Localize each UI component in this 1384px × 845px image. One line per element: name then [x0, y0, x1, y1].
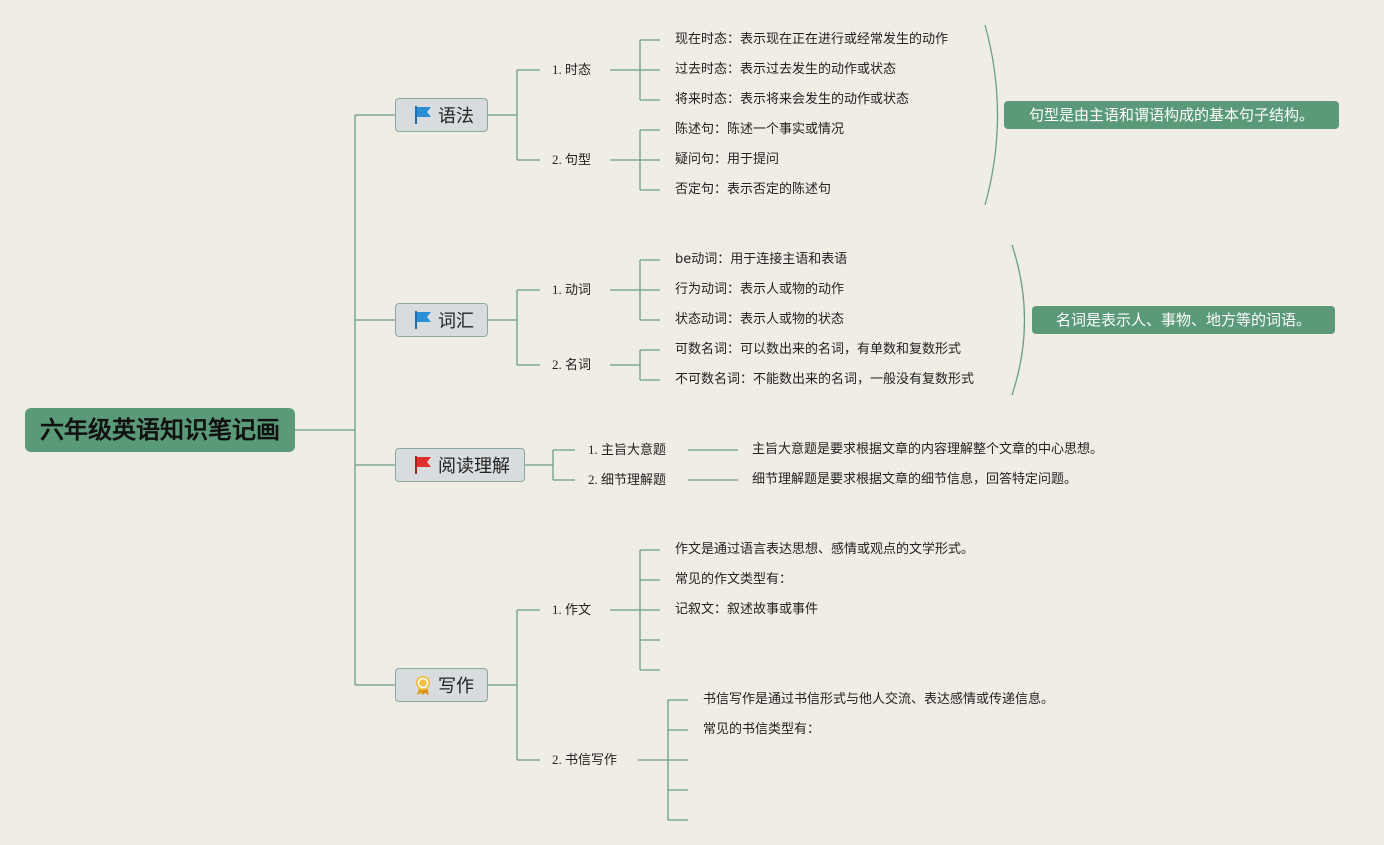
subtopic-tense[interactable]: 1. 时态 — [552, 62, 592, 77]
topic-label: 语法 — [438, 106, 474, 127]
leaf-node[interactable]: 可数名词：可以数出来的名词，有单数和复数形式 — [675, 342, 962, 357]
subtopic-essay[interactable]: 1. 作文 — [552, 602, 592, 617]
leaf-node[interactable]: 作文是通过语言表达思想、感情或观点的文学形式。 — [675, 542, 975, 557]
leaf-node[interactable]: 现在时态：表示现在正在进行或经常发生的动作 — [675, 32, 949, 47]
award-ribbon-icon — [412, 674, 434, 696]
subtopic-noun[interactable]: 2. 名词 — [552, 357, 592, 372]
leaf-node[interactable]: 将来时态：表示将来会发生的动作或状态 — [675, 92, 910, 107]
leaf-node[interactable]: 否定句：表示否定的陈述句 — [675, 182, 832, 197]
topic-writing[interactable]: 写作 — [395, 668, 488, 702]
leaf-node[interactable]: 细节理解题是要求根据文章的细节信息，回答特定问题。 — [752, 472, 1078, 487]
leaf-node[interactable]: 行为动词：表示人或物的动作 — [675, 282, 845, 297]
leaf-node[interactable]: 书信写作是通过书信形式与他人交流、表达感情或传递信息。 — [703, 692, 1055, 707]
root-topic[interactable]: 六年级英语知识笔记画 — [25, 408, 295, 452]
summary-grammar[interactable]: 句型是由主语和谓语构成的基本句子结构。 — [1004, 101, 1339, 129]
blue-flag-icon — [412, 309, 434, 331]
subtopic-main-idea[interactable]: 1. 主旨大意题 — [588, 442, 667, 457]
leaf-node[interactable]: 常见的作文类型有： — [675, 572, 793, 587]
leaf-node[interactable]: 主旨大意题是要求根据文章的内容理解整个文章的中心思想。 — [752, 442, 1104, 457]
topic-label: 阅读理解 — [438, 456, 510, 477]
summary-vocab[interactable]: 名词是表示人、事物、地方等的词语。 — [1032, 306, 1335, 334]
topic-vocab[interactable]: 词汇 — [395, 303, 488, 337]
leaf-node[interactable]: 记叙文：叙述故事或事件 — [675, 602, 819, 617]
red-flag-icon — [412, 454, 434, 476]
subtopic-detail[interactable]: 2. 细节理解题 — [588, 472, 667, 487]
leaf-node[interactable]: 状态动词：表示人或物的状态 — [675, 312, 845, 327]
leaf-node[interactable]: be动词：用于连接主语和表语 — [675, 252, 848, 267]
leaf-node[interactable]: 疑问句：用于提问 — [675, 152, 780, 167]
topic-label: 词汇 — [438, 311, 474, 332]
blue-flag-icon — [412, 104, 434, 126]
leaf-node[interactable]: 陈述句：陈述一个事实或情况 — [675, 122, 845, 137]
subtopic-sentence[interactable]: 2. 句型 — [552, 152, 592, 167]
leaf-node[interactable]: 过去时态：表示过去发生的动作或状态 — [675, 62, 897, 77]
topic-grammar[interactable]: 语法 — [395, 98, 488, 132]
topic-label: 写作 — [438, 676, 474, 697]
leaf-node[interactable]: 不可数名词：不能数出来的名词，一般没有复数形式 — [675, 372, 975, 387]
subtopic-verb[interactable]: 1. 动词 — [552, 282, 592, 297]
topic-reading[interactable]: 阅读理解 — [395, 448, 525, 482]
leaf-node[interactable]: 常见的书信类型有： — [703, 722, 821, 737]
subtopic-letter[interactable]: 2. 书信写作 — [552, 752, 618, 767]
